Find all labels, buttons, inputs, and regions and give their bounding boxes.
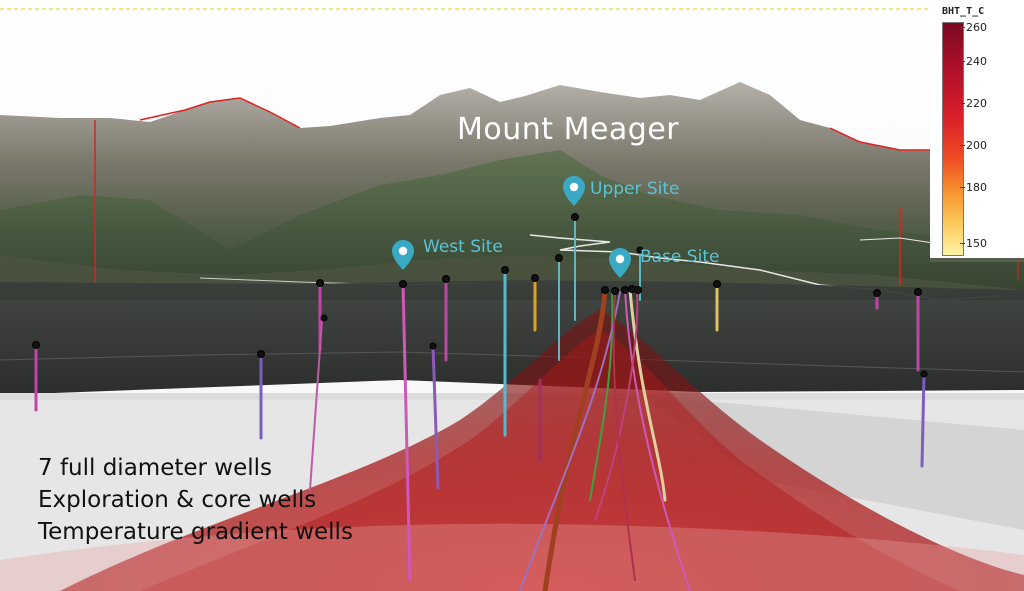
legend-tick: 200: [960, 139, 987, 152]
note-full-diameter-wells: 7 full diameter wells: [38, 455, 273, 481]
note-exploration-core-wells: Exploration & core wells: [38, 487, 317, 513]
location-pin-icon[interactable]: [563, 176, 585, 206]
well-notes: 7 full diameter wells Exploration & core…: [38, 452, 353, 548]
base-site-label: Base Site: [640, 247, 720, 267]
location-pin-icon[interactable]: [392, 240, 414, 270]
mountain-title: Mount Meager: [457, 112, 680, 147]
legend-tick: 220: [960, 97, 987, 110]
legend-title: BHT_T_C: [942, 6, 985, 17]
legend-tick: 240: [960, 55, 987, 68]
legend-tick: 260: [960, 21, 987, 34]
wells: [34, 219, 926, 591]
note-temperature-gradient-wells: Temperature gradient wells: [38, 519, 353, 545]
legend-color-bar: [942, 22, 964, 256]
heat-plume: [60, 310, 1024, 591]
location-pin-icon[interactable]: [609, 248, 631, 278]
legend-tick: 180: [960, 181, 987, 194]
west-site-label: West Site: [423, 237, 503, 257]
upper-site-label: Upper Site: [590, 179, 680, 199]
temperature-color-legend: BHT_T_C 260 240 220 200 180 150: [930, 4, 1024, 258]
terrain-cross-section: [0, 280, 1024, 395]
forest-slopes: [0, 150, 1024, 300]
legend-tick: 150: [960, 237, 987, 250]
